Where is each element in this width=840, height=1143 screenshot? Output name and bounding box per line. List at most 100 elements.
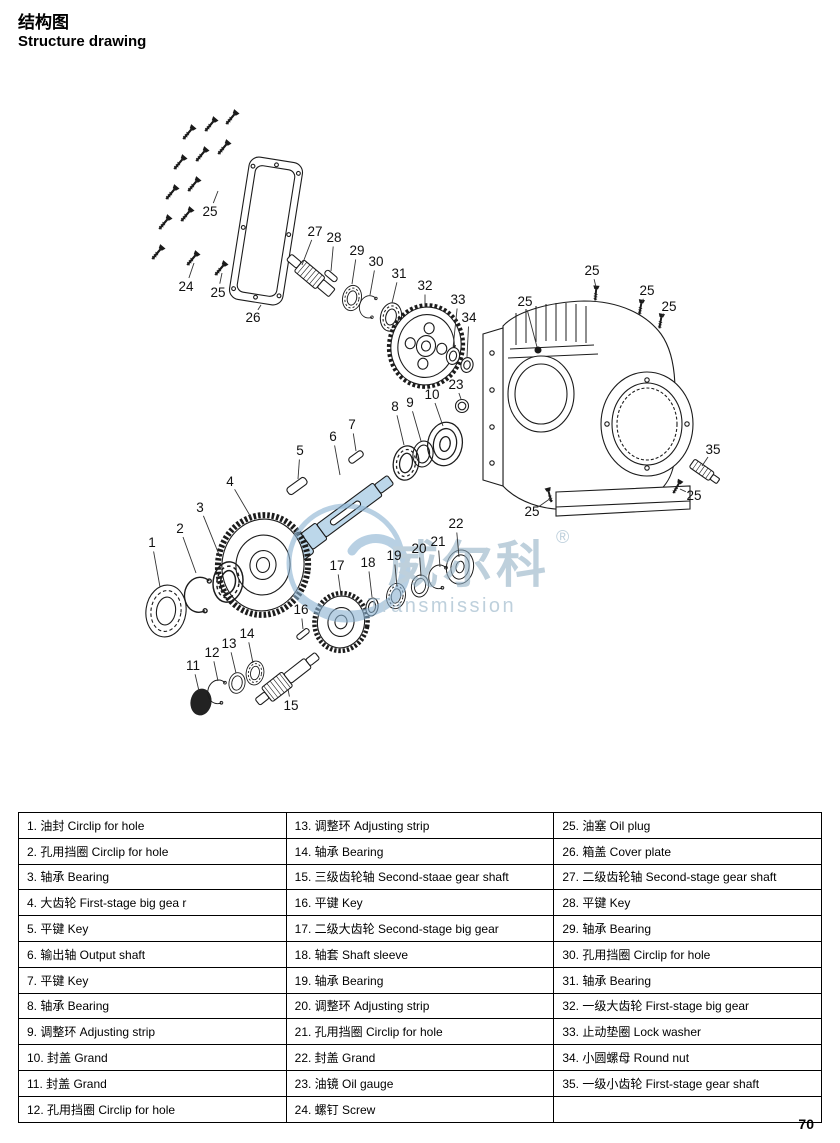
callout-label: 4 bbox=[226, 474, 234, 489]
callout-leader bbox=[679, 488, 686, 493]
page-title: 结构图 Structure drawing bbox=[18, 12, 146, 52]
callout-label: 28 bbox=[326, 230, 341, 245]
watermark-cn-text: 威尔科 bbox=[388, 537, 550, 593]
callout-leader bbox=[396, 415, 405, 446]
callout-leader bbox=[248, 642, 254, 664]
circlip-30 bbox=[356, 293, 378, 320]
callout-leader bbox=[337, 574, 342, 596]
callout-leader bbox=[330, 246, 334, 272]
callout-label: 10 bbox=[424, 387, 439, 402]
callout-label: 29 bbox=[349, 243, 364, 258]
callout-label: 2 bbox=[176, 521, 184, 536]
callout-label: 17 bbox=[329, 558, 344, 573]
callout-leader bbox=[438, 550, 441, 568]
callout-leader bbox=[213, 661, 219, 682]
screws-cluster bbox=[148, 108, 241, 279]
bearing-8 bbox=[389, 443, 423, 483]
callout-label: 19 bbox=[386, 548, 401, 563]
callout-leader bbox=[452, 308, 458, 349]
callout-label: 30 bbox=[368, 254, 383, 269]
callout-leader bbox=[301, 239, 313, 266]
callout-leader bbox=[153, 551, 161, 588]
callout-leader bbox=[412, 411, 422, 442]
callout-leader bbox=[301, 618, 304, 630]
part-cell: 23. 油镜 Oil gauge bbox=[285, 1069, 555, 1097]
title-chinese: 结构图 bbox=[18, 13, 69, 32]
callout-leader bbox=[351, 259, 357, 285]
callout-leader bbox=[419, 557, 422, 577]
part-cell: 27. 二级齿轮轴 Second-stage gear shaft bbox=[553, 863, 822, 891]
callout-label: 7 bbox=[348, 417, 356, 432]
part-cell bbox=[553, 1095, 822, 1123]
part-cell: 12. 孔用挡圈 Circlip for hole bbox=[18, 1095, 287, 1123]
callout-leader bbox=[394, 564, 398, 587]
callout-leader bbox=[466, 326, 469, 358]
key-5 bbox=[286, 476, 308, 496]
part-cell: 24. 螺钉 Screw bbox=[285, 1095, 555, 1123]
third-stage-gear-shaft bbox=[255, 652, 320, 706]
bearing-29 bbox=[339, 283, 365, 313]
title-english: Structure drawing bbox=[18, 33, 147, 51]
callout-label: 27 bbox=[307, 224, 322, 239]
callout-leader bbox=[368, 571, 373, 598]
callout-label: 1 bbox=[148, 535, 156, 550]
callout-leader bbox=[234, 489, 253, 520]
part-cell: 14. 轴承 Bearing bbox=[285, 837, 555, 865]
callout-label: 20 bbox=[411, 541, 426, 556]
callout-label: 26 bbox=[245, 310, 260, 325]
watermark-en-text: Transmission bbox=[368, 595, 516, 617]
cap-11 bbox=[190, 688, 212, 716]
part-cell: 22. 封盖 Grand bbox=[285, 1044, 555, 1071]
callout-label: 33 bbox=[450, 292, 465, 307]
callout-label: 25 bbox=[524, 504, 539, 519]
part-cell: 4. 大齿轮 First-stage big gea r bbox=[18, 889, 287, 917]
callout-label: 6 bbox=[329, 429, 337, 444]
callout-label: 8 bbox=[391, 399, 399, 414]
part-cell: 35. 一级小齿轮 First-stage gear shaft bbox=[553, 1069, 822, 1097]
callout-label: 11 bbox=[186, 658, 200, 673]
callout-label: 25 bbox=[639, 283, 654, 298]
callout-label: 25 bbox=[661, 299, 676, 314]
callout-label: 34 bbox=[461, 310, 477, 325]
callout-leader bbox=[369, 270, 375, 296]
part-cell: 13. 调整环 Adjusting strip bbox=[285, 812, 555, 839]
part-cell: 29. 轴承 Bearing bbox=[553, 915, 822, 942]
key-16 bbox=[296, 628, 310, 640]
adjusting-strip-9 bbox=[410, 438, 436, 470]
callout-leader bbox=[202, 515, 221, 558]
callout-leader bbox=[297, 459, 300, 480]
part-cell: 1. 油封 Circlip for hole bbox=[18, 812, 287, 839]
callout-label: 15 bbox=[283, 698, 298, 713]
part-cell: 33. 止动垫圈 Lock washer bbox=[553, 1018, 822, 1046]
part-cell: 10. 封盖 Grand bbox=[18, 1044, 287, 1071]
part-cell: 31. 轴承 Bearing bbox=[553, 966, 822, 994]
callout-leader bbox=[182, 536, 197, 574]
callout-label: 5 bbox=[296, 443, 304, 458]
callout-label: 14 bbox=[239, 626, 255, 641]
callout-leader bbox=[456, 532, 460, 558]
callout-leader bbox=[434, 402, 444, 427]
part-cell: 18. 轴套 Shaft sleeve bbox=[285, 940, 555, 968]
first-stage-gear-shaft bbox=[689, 459, 720, 484]
callout-label: 3 bbox=[196, 500, 204, 515]
oil-seal bbox=[145, 584, 187, 638]
part-cell: 19. 轴承 Bearing bbox=[285, 966, 555, 994]
key-28 bbox=[324, 269, 338, 283]
callout-label: 21 bbox=[430, 534, 445, 549]
callout-leader bbox=[526, 310, 538, 348]
callout-label: 31 bbox=[391, 266, 406, 281]
part-cell: 15. 三级齿轮轴 Second-staae gear shaft bbox=[285, 863, 555, 891]
callout-label: 25 bbox=[517, 294, 532, 309]
callout-label: 16 bbox=[293, 602, 308, 617]
part-cell: 16. 平键 Key bbox=[285, 889, 555, 917]
